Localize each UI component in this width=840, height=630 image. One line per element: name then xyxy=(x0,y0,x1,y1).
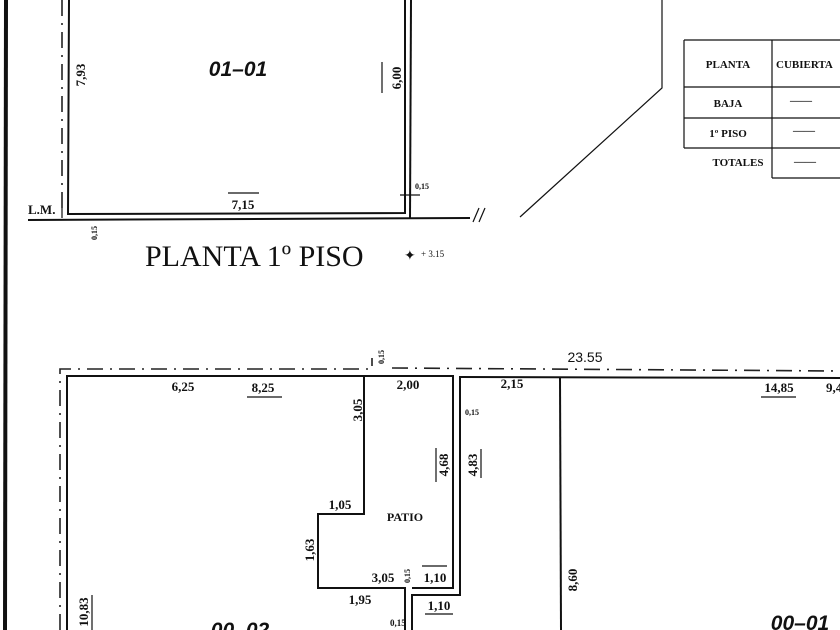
dim-patio-offset: 0,15 xyxy=(377,350,386,364)
dim-top-left: 6,25 xyxy=(172,379,195,394)
unit-label-01-01: 01–01 xyxy=(209,58,267,81)
table-header-planta: PLANTA xyxy=(706,59,750,71)
table-cell: —— xyxy=(789,95,813,107)
dim-patio-step: 1,05 xyxy=(329,497,352,512)
dim-top-left-total: 8,25 xyxy=(252,380,275,395)
plan-title-1st-floor: PLANTA 1º PISO xyxy=(145,240,364,273)
neighbor-boundary xyxy=(519,0,663,218)
passage-wall xyxy=(411,376,461,630)
table-row-baja: BAJA xyxy=(714,98,743,110)
room-01-01-walls xyxy=(66,0,406,216)
property-line xyxy=(27,217,471,221)
dim-patio-top: 2,00 xyxy=(397,377,420,392)
divider-wall xyxy=(559,376,562,630)
dim-passage-thickness: 0,15 xyxy=(465,408,479,417)
dim-total-front: 23.55 xyxy=(567,349,602,365)
dim-patio-bottom-right: 1,10 xyxy=(424,570,447,585)
dim-left-wall: 7,93 xyxy=(73,63,88,86)
dim-bottom-thickness: 0,15 xyxy=(390,618,406,628)
dim-patio-left-upper: 3,05 xyxy=(350,398,365,421)
table-cell: —— xyxy=(793,156,817,168)
dim-patio-right: 4,68 xyxy=(436,453,451,476)
table-cell: —— xyxy=(792,125,816,137)
unit-label-00-01: 00–01 xyxy=(771,612,829,630)
dim-lower-step: 1,95 xyxy=(349,592,372,607)
dim-passage-top: 2,15 xyxy=(501,376,524,391)
dim-right-partial: 9,4 xyxy=(826,380,840,395)
dim-patio-bottom: 3,05 xyxy=(372,570,395,585)
lower-plan: 6,25 8,25 2,00 0,15 3,05 1,05 PATIO 1,63… xyxy=(59,349,840,630)
dim-thickness-right: 0,15 xyxy=(415,182,429,191)
table-row-1er-piso: 1º PISO xyxy=(709,128,747,140)
property-axis-left xyxy=(59,358,373,630)
dim-passage-width: 1,10 xyxy=(428,598,451,613)
dim-patio-left-lower: 1,63 xyxy=(302,538,317,561)
front-wall-right xyxy=(459,376,840,379)
dim-divider: 8,60 xyxy=(565,569,580,592)
level-value: + 3.15 xyxy=(421,249,445,259)
dim-right-front: 14,85 xyxy=(764,380,794,395)
dim-passage-right: 4,83 xyxy=(465,453,480,476)
dim-bottom-wall: 7,15 xyxy=(232,197,255,212)
dim-patio-bottom-thickness: 0,15 xyxy=(403,569,412,583)
patio-label: PATIO xyxy=(387,510,423,524)
dim-left-wall: 10,83 xyxy=(76,597,91,627)
table-header-cubierta: CUBIERTA xyxy=(776,59,833,71)
patio-walls xyxy=(317,376,406,630)
property-line-label: L.M. xyxy=(28,202,55,217)
dim-right-wall: 6,00 xyxy=(389,67,404,90)
upper-plan: L.M. 7,93 01–01 6,00 7,15 0,15 0,15 PLAN… xyxy=(27,0,663,273)
outer-wall xyxy=(409,0,412,220)
property-axis-front xyxy=(391,367,840,372)
unit-label-00-02: 00–02 xyxy=(211,619,270,630)
dim-thickness-bottom: 0,15 xyxy=(90,226,99,240)
level-marker-icon: ✦ xyxy=(404,247,416,263)
table-row-totales: TOTALES xyxy=(713,157,764,169)
break-mark xyxy=(472,207,486,223)
sheet-border xyxy=(3,0,8,630)
table-grid xyxy=(683,39,840,179)
area-table: PLANTA CUBIERTA BAJA —— 1º PISO —— TOTAL… xyxy=(683,39,840,179)
room-00-02-walls xyxy=(66,375,454,630)
